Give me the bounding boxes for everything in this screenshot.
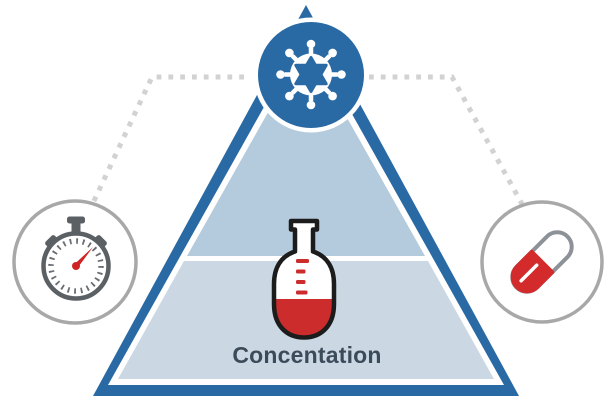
stopwatch-hand-pivot (72, 262, 80, 270)
stopwatch-crown-stem (71, 222, 81, 234)
stopwatch-crown-cap (67, 216, 85, 224)
stopwatch-tick-marks (48, 238, 104, 294)
virus-icon (253, 17, 369, 133)
pill-icon (480, 200, 604, 324)
pill-highlight (519, 263, 539, 283)
dotted-connector-right (369, 74, 525, 206)
stopwatch-icon (12, 199, 138, 325)
flask-outline (271, 218, 337, 340)
virus-spoke-dots (276, 39, 346, 110)
flask-graduation-marks (296, 259, 309, 295)
pyramid-upper-band (187, 45, 425, 256)
flask-icon (271, 218, 337, 340)
stopwatch-hand (74, 247, 93, 268)
virus-star (294, 56, 328, 93)
pyramid-label: Concentation (232, 342, 381, 368)
virus-spokes (284, 48, 338, 101)
